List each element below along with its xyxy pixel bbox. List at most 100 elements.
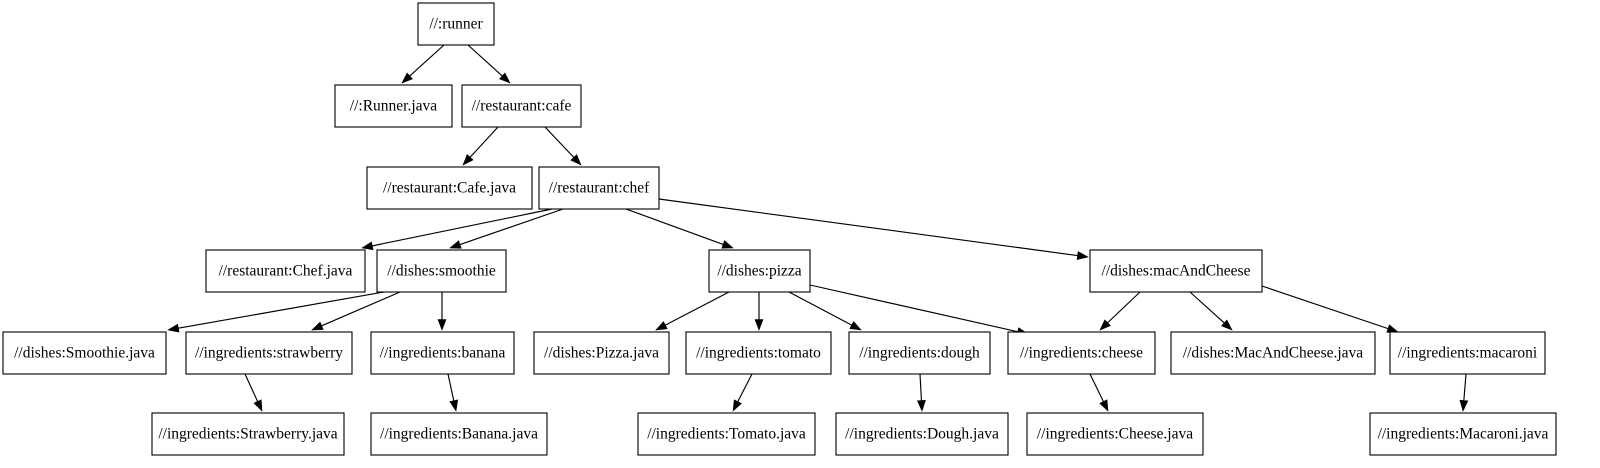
- edge-line: [321, 291, 401, 327]
- node-box[interactable]: [1369, 412, 1557, 456]
- graph-node-strawberry_java[interactable]: //ingredients:Strawberry.java: [151, 412, 345, 456]
- graph-node-chef_java[interactable]: //restaurant:Chef.java: [205, 249, 366, 293]
- graph-node-dishes_mac[interactable]: //dishes:macAndCheese: [1089, 249, 1263, 293]
- edges-layer: [167, 44, 1469, 412]
- node-box[interactable]: [461, 84, 582, 128]
- graph-node-ing_cheese[interactable]: //ingredients:cheese: [1007, 331, 1156, 375]
- node-label: //dishes:macAndCheese: [1102, 263, 1251, 280]
- graph-edge: [754, 292, 764, 331]
- node-box[interactable]: [334, 84, 453, 128]
- node-box[interactable]: [185, 331, 353, 375]
- edge-line: [665, 291, 730, 326]
- node-label: //ingredients:Strawberry.java: [158, 426, 337, 443]
- graph-node-dishes_smoothie[interactable]: //dishes:smoothie: [376, 249, 507, 293]
- edge-arrowhead-icon: [655, 321, 668, 331]
- graph-edge: [1089, 373, 1109, 412]
- graph-node-dishes_pizza[interactable]: //dishes:pizza: [708, 249, 811, 293]
- graph-node-ing_dough[interactable]: //ingredients:dough: [848, 331, 991, 375]
- nodes-layer: //:runner //:Runner.java//restaurant:cafe…: [2, 2, 1557, 456]
- graph-node-pizza_java[interactable]: //dishes:Pizza.java: [533, 331, 670, 375]
- graph-node-macaroni_java[interactable]: //ingredients:Macaroni.java: [1369, 412, 1557, 456]
- graph-edge: [167, 291, 385, 333]
- node-label: //dishes:pizza: [717, 263, 801, 280]
- graph-edge: [447, 373, 459, 412]
- node-box[interactable]: [1389, 331, 1546, 375]
- graph-node-ing_banana[interactable]: //ingredients:banana: [370, 331, 515, 375]
- edge-line: [1261, 285, 1389, 330]
- graph-node-cafe_java[interactable]: //restaurant:Cafe.java: [366, 166, 533, 210]
- node-box[interactable]: [637, 412, 816, 456]
- edge-arrowhead-icon: [754, 319, 764, 331]
- graph-node-ing_macaroni[interactable]: //ingredients:macaroni: [1389, 331, 1546, 375]
- edge-arrowhead-icon: [437, 319, 447, 331]
- edge-line: [469, 126, 499, 158]
- graph-node-smoothie_java[interactable]: //dishes:Smoothie.java: [2, 331, 167, 375]
- node-box[interactable]: [685, 331, 832, 375]
- node-box[interactable]: [533, 331, 670, 375]
- graph-edge: [1099, 291, 1141, 331]
- edge-arrowhead-icon: [1221, 319, 1233, 331]
- edge-line: [1107, 291, 1141, 324]
- graph-node-ing_strawberry[interactable]: //ingredients:strawberry: [185, 331, 353, 375]
- node-box[interactable]: [370, 412, 548, 456]
- node-box[interactable]: [2, 331, 167, 375]
- edge-line: [467, 44, 503, 77]
- graph-edge: [732, 373, 753, 412]
- edge-arrowhead-icon: [462, 154, 474, 166]
- node-box[interactable]: [1170, 331, 1376, 375]
- graph-node-banana_java[interactable]: //ingredients:Banana.java: [370, 412, 548, 456]
- graph-edge: [244, 373, 263, 412]
- graph-node-runner[interactable]: //:runner: [417, 2, 495, 46]
- edge-line: [1189, 291, 1225, 324]
- graph-edge: [1459, 373, 1469, 412]
- node-label: //ingredients:Tomato.java: [647, 426, 806, 443]
- graph-node-tomato_java[interactable]: //ingredients:Tomato.java: [637, 412, 816, 456]
- graph-edge: [449, 208, 564, 249]
- edge-arrowhead-icon: [1459, 399, 1469, 412]
- node-label: //dishes:Pizza.java: [544, 345, 659, 362]
- graph-node-restaurant_cafe[interactable]: //restaurant:cafe: [461, 84, 582, 128]
- node-label: //ingredients:cheese: [1020, 345, 1143, 362]
- node-label: //restaurant:chef: [549, 180, 651, 197]
- node-box[interactable]: [205, 249, 366, 293]
- graph-edge: [655, 291, 730, 331]
- node-label: //ingredients:Dough.java: [845, 426, 999, 443]
- node-box[interactable]: [708, 249, 811, 293]
- graph-node-mac_java[interactable]: //dishes:MacAndCheese.java: [1170, 331, 1376, 375]
- graph-node-dough_java[interactable]: //ingredients:Dough.java: [835, 412, 1009, 456]
- edge-line: [1463, 373, 1467, 401]
- node-label: //dishes:smoothie: [387, 263, 496, 280]
- node-box[interactable]: [835, 412, 1009, 456]
- node-label: //:runner: [429, 16, 483, 33]
- edge-line: [244, 373, 259, 402]
- node-box[interactable]: [1089, 249, 1263, 293]
- graph-node-runner_java[interactable]: //:Runner.java: [334, 84, 453, 128]
- graph-edge: [916, 373, 926, 412]
- node-box[interactable]: [376, 249, 507, 293]
- graph-node-restaurant_chef[interactable]: //restaurant:chef: [538, 166, 660, 210]
- node-box[interactable]: [366, 166, 533, 210]
- graph-edge: [401, 44, 445, 84]
- node-box[interactable]: [848, 331, 991, 375]
- node-box[interactable]: [1026, 412, 1204, 456]
- node-box[interactable]: [370, 331, 515, 375]
- node-box[interactable]: [417, 2, 495, 46]
- node-label: //ingredients:dough: [859, 345, 980, 362]
- edge-arrowhead-icon: [1076, 251, 1089, 260]
- graph-node-cheese_java[interactable]: //ingredients:Cheese.java: [1026, 412, 1204, 456]
- node-label: //dishes:Smoothie.java: [14, 345, 155, 362]
- edge-arrowhead-icon: [916, 399, 926, 412]
- edge-arrowhead-icon: [732, 399, 742, 412]
- node-box[interactable]: [538, 166, 660, 210]
- edge-line: [919, 373, 923, 401]
- edge-arrowhead-icon: [499, 72, 511, 84]
- edge-arrowhead-icon: [361, 241, 374, 251]
- graph-node-ing_tomato[interactable]: //ingredients:tomato: [685, 331, 832, 375]
- graph-edge: [311, 291, 401, 331]
- node-label: //ingredients:tomato: [696, 345, 821, 362]
- node-label: //restaurant:Chef.java: [219, 263, 353, 280]
- edge-arrowhead-icon: [449, 399, 459, 412]
- node-box[interactable]: [151, 412, 345, 456]
- edge-line: [625, 208, 724, 245]
- node-box[interactable]: [1007, 331, 1156, 375]
